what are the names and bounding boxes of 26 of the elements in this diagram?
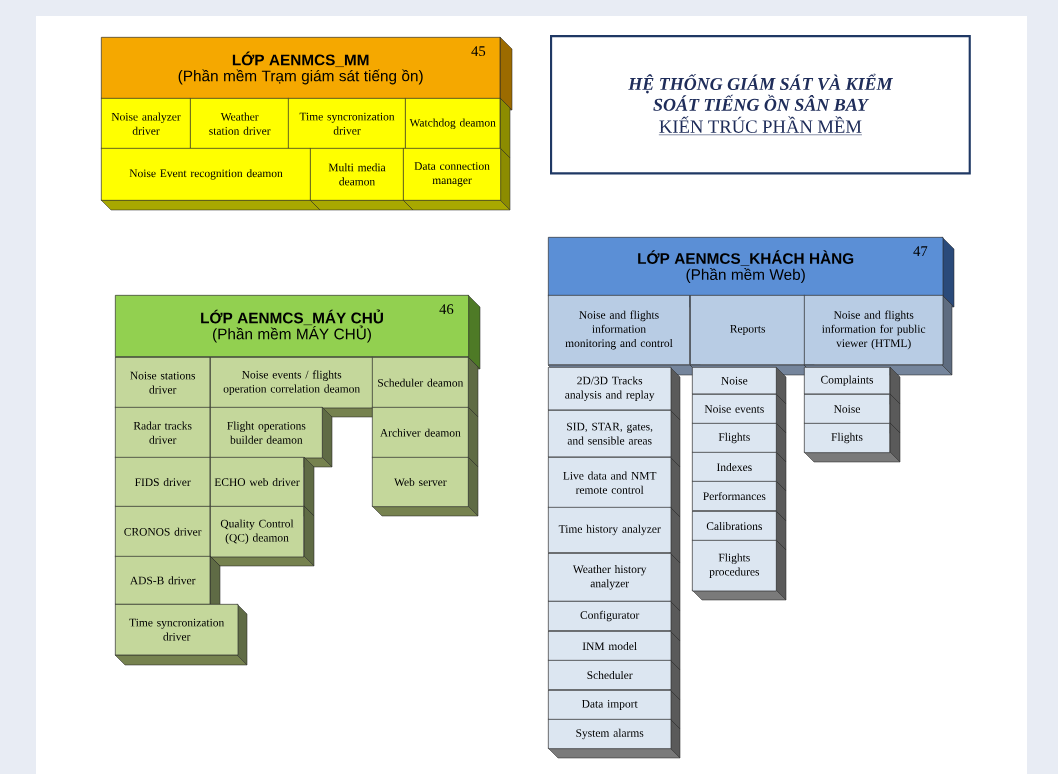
module-box: Noise Event recognition deamon: [100, 147, 321, 211]
module-box: Data connection manager: [402, 147, 511, 211]
module-box: Radar tracks driver: [114, 406, 221, 468]
module-box: Flights procedures: [691, 539, 787, 601]
module-box: SID, STAR, gates, and sensible areas: [547, 409, 681, 468]
module-box: Scheduler deamon: [371, 356, 479, 418]
module-box: Noise analyzer driver: [100, 97, 201, 159]
layer-header-box: LỚP AENMCS_MÁY CHỦ (Phần mềm MÁY CHỦ) 46: [114, 294, 481, 370]
module-box: System alarms: [547, 718, 681, 759]
module-box: Flights: [803, 422, 901, 463]
module-box: Time syncronization driver: [114, 603, 248, 666]
title-box: HỆ THỐNG GIÁM SÁT VÀ KIỂM SOÁT TIẾNG ỒN SÂN BAY KIẾN TRÚC PHẦN MỀM: [550, 35, 971, 175]
module-box: Reports: [689, 294, 815, 376]
module-box: Noise and flights information for public viewer (HTML): [803, 294, 953, 376]
module-box: CRONOS driver: [114, 505, 221, 567]
module-box: Multi media deamon: [309, 147, 414, 211]
module-box: Quality Control (QC) deamon: [209, 505, 315, 567]
layer-header-box: LỚP AENMCS_MM (Phần mềm Trạm giám sát tiếng ồn) 45: [100, 36, 513, 111]
module-box: ADS-B driver: [114, 555, 221, 615]
module-box: Archiver deamon: [371, 406, 479, 468]
module-box: Noise stations driver: [114, 356, 221, 418]
module-box: Flight operations builder deamon: [209, 406, 333, 468]
layer-header-box: LỚP AENMCS_KHÁCH HÀNG (Phần mềm Web) 47: [547, 236, 955, 308]
module-box: Noise and flights information monitoring and control: [547, 294, 701, 376]
module-box: Live data and NMT remote control: [547, 456, 681, 518]
module-box: Web server: [371, 456, 479, 517]
